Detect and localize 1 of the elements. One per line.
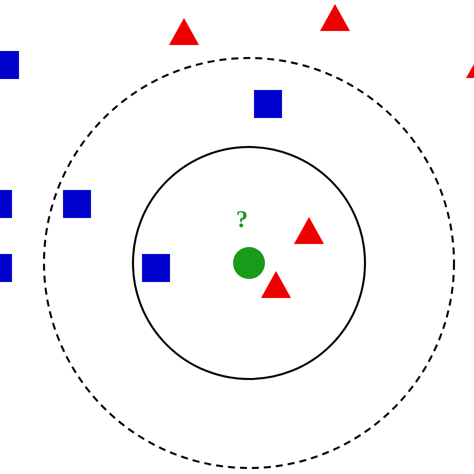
question-mark-label: ?	[236, 208, 248, 232]
